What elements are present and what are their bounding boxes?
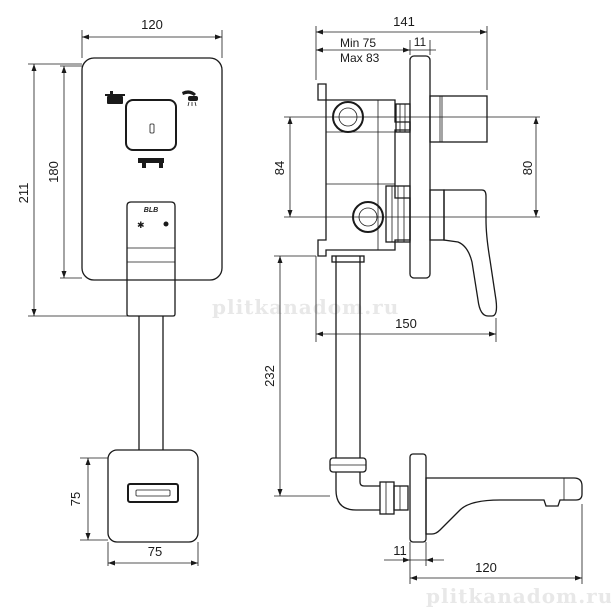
dim-lever-reach: 150 <box>395 316 417 331</box>
cold-indicator-icon: ✱ <box>137 220 145 230</box>
shower-head-icon <box>182 90 198 107</box>
diverter-knob-side <box>429 95 488 143</box>
dim-plate-depth-top: 11 <box>414 35 427 49</box>
dim-spout-length: 120 <box>475 560 497 575</box>
dim-height-upper: 84 <box>272 161 287 175</box>
dim-spout-plate-width: 75 <box>148 544 162 559</box>
watermark-bottom-right: plitkanadom.ru <box>426 584 611 608</box>
spout-plate-side <box>409 453 427 543</box>
diverter-slot <box>149 123 155 134</box>
dim-spout-plate-depth: 11 <box>393 543 407 558</box>
mixer-lever-side <box>443 189 498 317</box>
spout-body <box>425 477 583 535</box>
front-cover-plate <box>81 57 223 281</box>
mixer-lever <box>126 201 176 317</box>
hot-indicator-icon <box>163 221 169 227</box>
spout-icon <box>138 158 164 168</box>
diverter-square <box>125 99 177 151</box>
brand-mark: BLB <box>144 207 158 214</box>
dim-plate-height: 180 <box>46 161 61 183</box>
dim-spout-plate-height: 75 <box>68 492 83 506</box>
spout-outlet <box>127 483 179 503</box>
spout-cover-plate <box>107 449 199 543</box>
dim-total-height: 211 <box>16 183 31 204</box>
side-view: 141 Min 75 Max 83 11 <box>262 14 583 584</box>
dim-height-lower: 80 <box>520 161 535 175</box>
front-view: 120 180 211 <box>16 17 223 566</box>
dim-pipe-height: 232 <box>262 365 277 387</box>
dim-max-depth: Max 83 <box>340 51 380 65</box>
bathtub-icon <box>105 91 125 104</box>
watermark-center: plitkanadom.ru <box>212 295 399 319</box>
side-cover-plate <box>409 55 431 279</box>
dim-total-depth: 141 <box>393 14 415 29</box>
dim-min-depth: Min 75 <box>340 36 376 50</box>
dim-plate-width: 120 <box>141 17 163 32</box>
